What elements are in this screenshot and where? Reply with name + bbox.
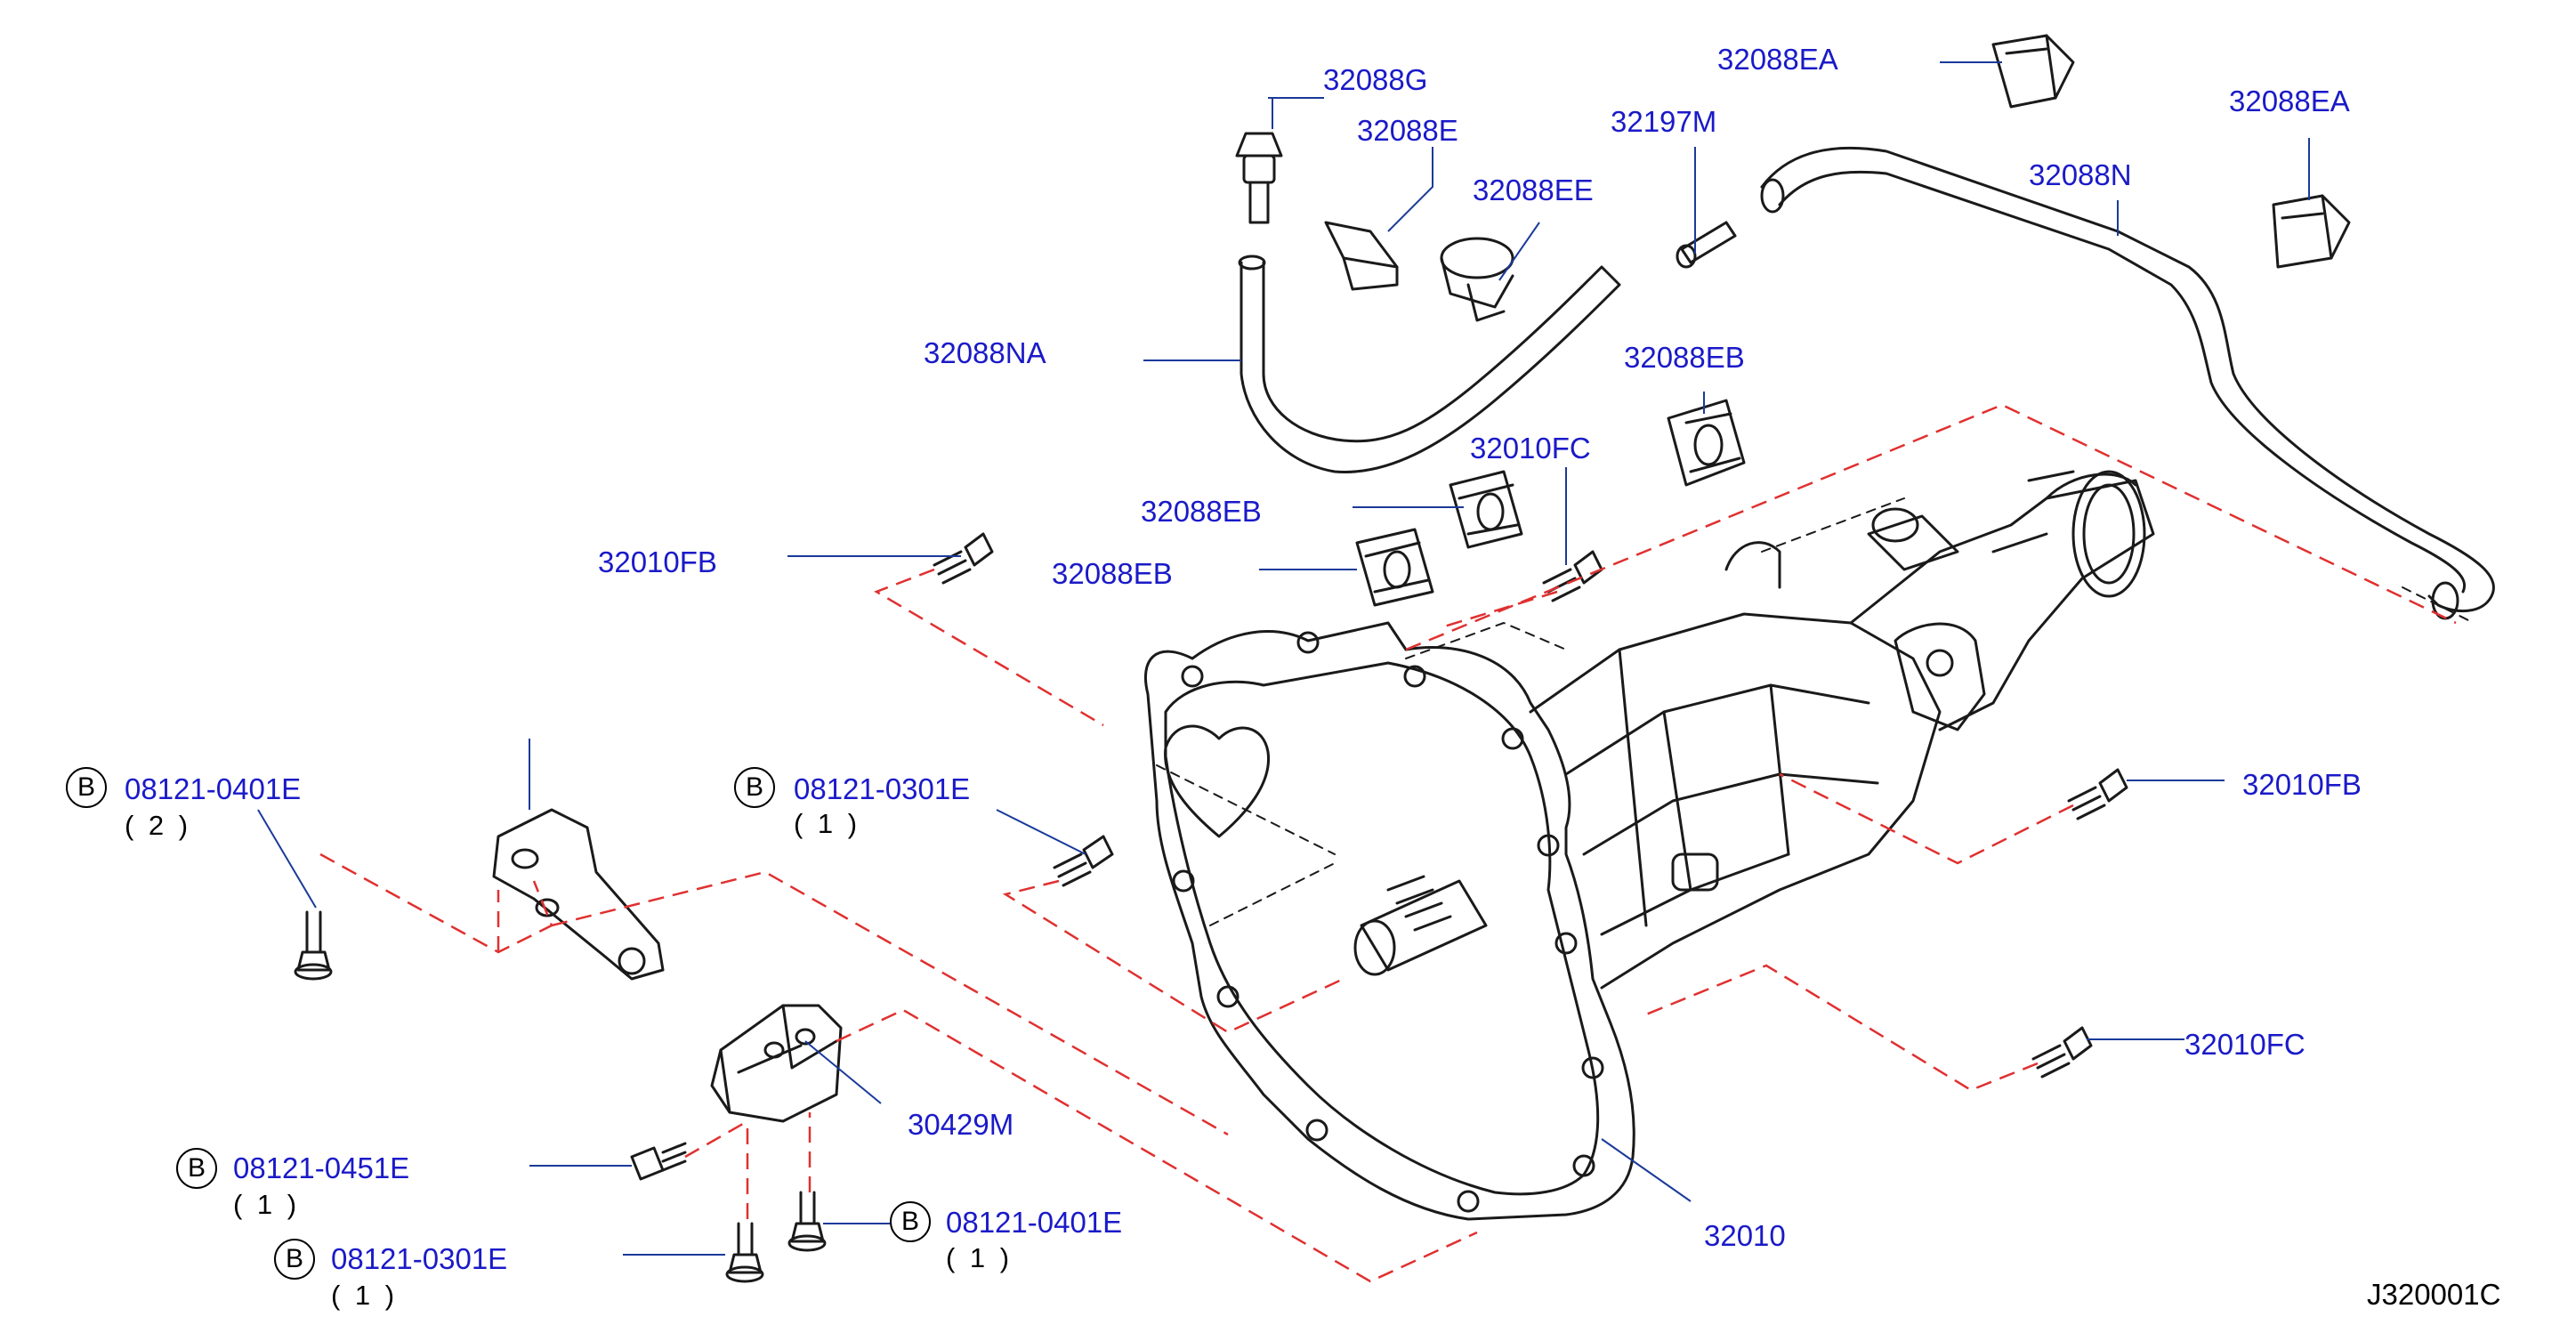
- part-label-32197M[interactable]: 32197M: [1611, 105, 1717, 138]
- clip-32088EA-right: [2272, 194, 2351, 269]
- part-label-32088N[interactable]: 32088N: [2029, 158, 2132, 191]
- hidden-lines: [1156, 497, 2475, 926]
- bracket-upper: [492, 808, 665, 981]
- bolt-qty: ( 2 ): [125, 810, 192, 841]
- part-label-32088EA[interactable]: 32088EA: [1717, 43, 1838, 76]
- bolt-label-08121-0301E[interactable]: 08121-0301E: [331, 1242, 508, 1275]
- bolt-32010FB-right: [2067, 768, 2128, 820]
- mount-30429M: [710, 1004, 843, 1123]
- clip-32088EA-top: [1991, 34, 2075, 109]
- bolt-badge-b: B: [734, 767, 775, 808]
- bolt-qty: ( 1 ): [331, 1280, 399, 1311]
- diagram-code: J320001C: [2367, 1278, 2501, 1311]
- part-label-32088G[interactable]: 32088G: [1323, 63, 1428, 96]
- bolt-badge-b: B: [176, 1148, 217, 1189]
- grommet-32088EB-b: [1449, 470, 1523, 549]
- clip-32088E: [1324, 221, 1399, 291]
- bolt-badge-b: B: [274, 1239, 315, 1280]
- part-label-32088EA[interactable]: 32088EA: [2229, 85, 2350, 117]
- bolt-08121-0401E-left: [294, 910, 333, 981]
- hose-32088NA: [1238, 254, 1621, 473]
- part-label-32088EE[interactable]: 32088EE: [1473, 174, 1594, 206]
- part-label-32010FB[interactable]: 32010FB: [598, 545, 717, 578]
- part-label-32010[interactable]: 32010: [1704, 1219, 1786, 1252]
- bolt-qty: ( 1 ): [233, 1189, 301, 1220]
- bolt-badge-b: B: [890, 1201, 931, 1242]
- bolt-08121-0301E-bottom: [725, 1222, 764, 1283]
- connector-32197M: [1676, 221, 1737, 269]
- part-label-32088EB[interactable]: 32088EB: [1624, 341, 1745, 374]
- part-label-32088EB[interactable]: 32088EB: [1052, 557, 1173, 590]
- assembly-lines: [319, 403, 2457, 1283]
- clip-32088EE: [1440, 237, 1514, 322]
- part-label-32088EB[interactable]: 32088EB: [1141, 495, 1262, 528]
- leader-lines: [257, 61, 2310, 1256]
- bolt-32088G: [1235, 132, 1283, 224]
- grommet-32088EB-a: [1667, 399, 1746, 487]
- part-label-32010FC[interactable]: 32010FC: [2184, 1028, 2305, 1061]
- hose-32088N: [1760, 146, 2495, 620]
- bolt-08121-0401E-bottom: [787, 1191, 827, 1252]
- transmission-case: [1143, 470, 2155, 1221]
- bolt-qty: ( 1 ): [946, 1242, 1013, 1273]
- grommet-32088EB-c: [1355, 528, 1434, 607]
- part-label-32088NA[interactable]: 32088NA: [924, 336, 1046, 369]
- bolt-label-08121-0301E[interactable]: 08121-0301E: [794, 772, 971, 805]
- part-label-32010FB[interactable]: 32010FB: [2242, 768, 2362, 801]
- bolt-qty: ( 1 ): [794, 808, 861, 839]
- bolt-label-08121-0401E[interactable]: 08121-0401E: [946, 1206, 1123, 1239]
- bolt-32010FB-top: [933, 532, 994, 585]
- bolt-label-08121-0401E[interactable]: 08121-0401E: [125, 772, 302, 805]
- part-label-32088E[interactable]: 32088E: [1357, 114, 1458, 147]
- part-label-30429M[interactable]: 30429M: [908, 1108, 1014, 1141]
- bolt-badge-b: B: [66, 767, 107, 808]
- bolt-32010FC-right: [2031, 1026, 2093, 1079]
- bolt-label-08121-0451E[interactable]: 08121-0451E: [233, 1151, 410, 1184]
- part-label-32010FC[interactable]: 32010FC: [1470, 432, 1591, 465]
- bolt-08121-0451E: [630, 1142, 687, 1181]
- bolt-08121-0301E-mid: [1053, 835, 1114, 887]
